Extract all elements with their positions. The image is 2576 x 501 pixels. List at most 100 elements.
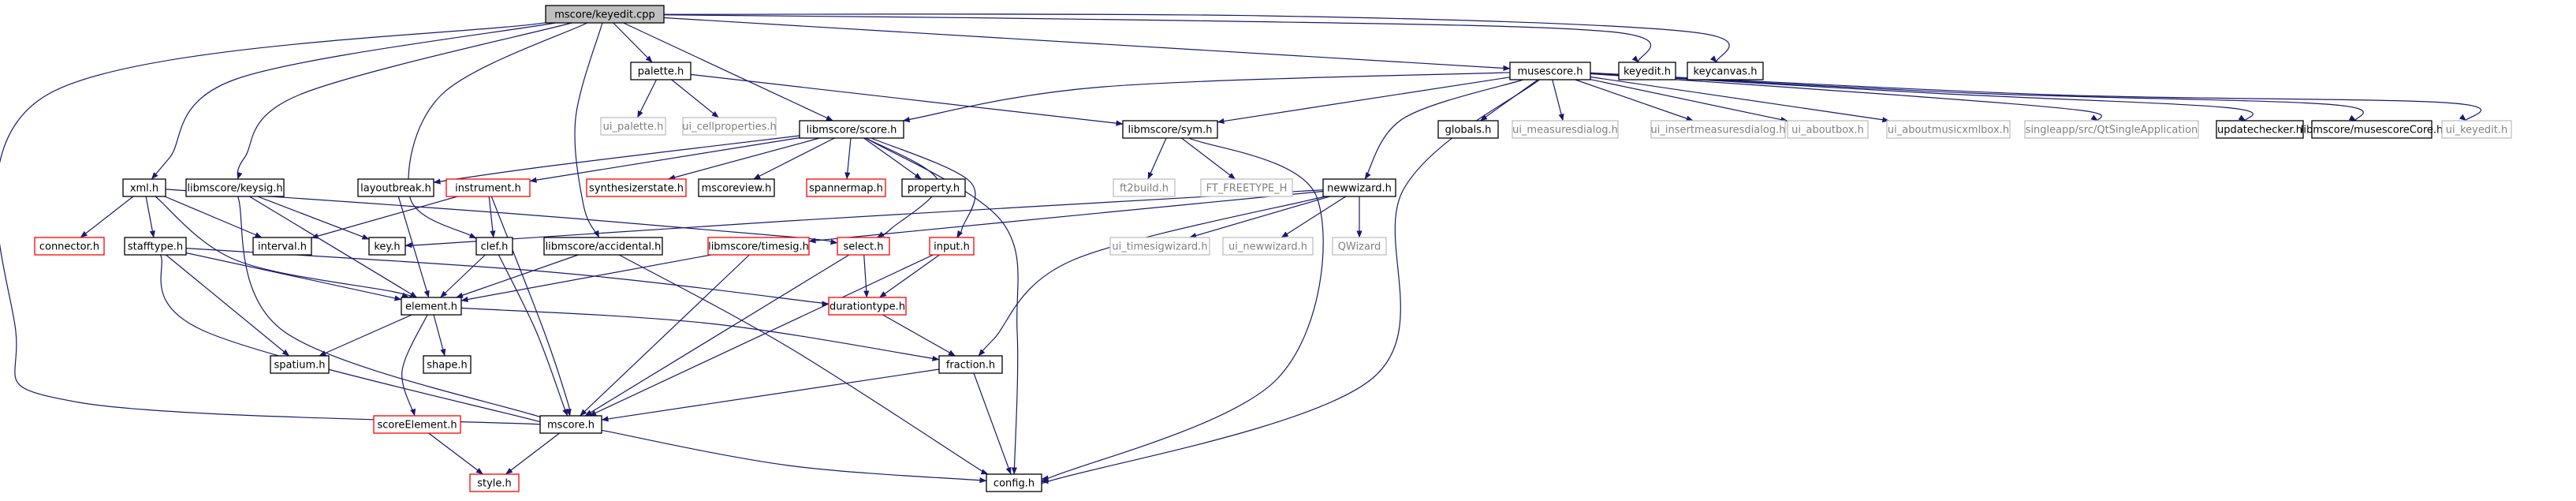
node-box[interactable]	[1512, 120, 1619, 139]
node-box[interactable]	[124, 237, 187, 256]
node-libscore[interactable]: libmscore/score.h	[799, 120, 904, 139]
node-musescorecore[interactable]: libmscore/musescoreCore.h	[2301, 120, 2444, 139]
node-layoutbreak[interactable]: layoutbreak.h	[357, 178, 434, 197]
node-keycanvas[interactable]: keycanvas.h	[1687, 62, 1764, 80]
node-box[interactable]	[1437, 120, 1499, 139]
node-box[interactable]	[2311, 120, 2432, 139]
node-box[interactable]	[799, 120, 904, 139]
node-input[interactable]: input.h	[929, 237, 975, 256]
node-stafftype[interactable]: stafftype.h	[124, 237, 187, 256]
node-box[interactable]	[1650, 120, 1786, 139]
node-box[interactable]	[373, 415, 461, 434]
node-box[interactable]	[2441, 120, 2512, 139]
node-root[interactable]: mscore/keyedit.cpp	[545, 5, 665, 24]
node-box[interactable]	[682, 117, 777, 136]
node-box[interactable]	[837, 237, 890, 256]
node-box[interactable]	[1322, 178, 1396, 197]
node-box[interactable]	[901, 178, 966, 197]
node-xml[interactable]: xml.h	[122, 178, 166, 197]
node-box[interactable]	[938, 355, 1003, 374]
node-key[interactable]: key.h	[368, 237, 406, 256]
node-palette[interactable]: palette.h	[630, 62, 692, 80]
node-ui_measuresdialog[interactable]: ui_measuresdialog.h	[1512, 120, 1619, 139]
node-connector[interactable]: connector.h	[34, 237, 105, 256]
node-ui_timesigwizard[interactable]: ui_timesigwizard.h	[1109, 237, 1210, 256]
node-box[interactable]	[539, 415, 602, 434]
node-libaccidental[interactable]: libmscore/accidental.h	[543, 237, 663, 256]
node-updatechecker[interactable]: updatechecker.h	[2216, 120, 2304, 139]
node-ui_insertmeasures[interactable]: ui_insertmeasuresdialog.h	[1650, 120, 1786, 139]
node-ui_aboutbox[interactable]: ui_aboutbox.h	[1787, 120, 1869, 139]
node-box[interactable]	[368, 237, 406, 256]
node-box[interactable]	[401, 297, 462, 316]
node-scoreelement[interactable]: scoreElement.h	[373, 415, 461, 434]
node-ui_keyedit[interactable]: ui_keyedit.h	[2441, 120, 2512, 139]
node-box[interactable]	[1787, 120, 1869, 139]
node-box[interactable]	[1122, 120, 1218, 139]
node-ui_aboutmusicxml[interactable]: ui_aboutmusicxmlbox.h	[1886, 120, 2011, 139]
node-box[interactable]	[986, 473, 1042, 492]
node-box[interactable]	[1109, 237, 1210, 256]
node-box[interactable]	[828, 297, 907, 316]
node-box[interactable]	[185, 178, 285, 197]
node-box[interactable]	[1687, 62, 1764, 80]
node-box[interactable]	[630, 62, 692, 80]
node-durationtype[interactable]: durationtype.h	[828, 297, 907, 316]
node-box[interactable]	[600, 117, 666, 136]
node-select[interactable]: select.h	[837, 237, 890, 256]
node-synthesizerstate[interactable]: synthesizerstate.h	[586, 178, 687, 197]
node-box[interactable]	[270, 355, 330, 374]
node-fraction[interactable]: fraction.h	[938, 355, 1003, 374]
node-box[interactable]	[445, 178, 531, 197]
node-libsym[interactable]: libmscore/sym.h	[1122, 120, 1218, 139]
node-globals[interactable]: globals.h	[1437, 120, 1499, 139]
node-box[interactable]	[2216, 120, 2304, 139]
node-keyedit_h[interactable]: keyedit.h	[1618, 62, 1676, 80]
node-box[interactable]	[1332, 237, 1387, 256]
node-box[interactable]	[698, 178, 775, 197]
node-style[interactable]: style.h	[469, 473, 520, 492]
node-clef[interactable]: clef.h	[475, 237, 513, 256]
node-box[interactable]	[1509, 62, 1591, 80]
node-element[interactable]: element.h	[401, 297, 462, 316]
node-box[interactable]	[586, 178, 687, 197]
node-box[interactable]	[1222, 237, 1314, 256]
node-box[interactable]	[475, 237, 513, 256]
node-libtimesig[interactable]: libmscore/timesig.h	[707, 237, 810, 256]
node-spatium[interactable]: spatium.h	[270, 355, 330, 374]
node-ui_newwizard[interactable]: ui_newwizard.h	[1222, 237, 1314, 256]
node-box[interactable]	[1113, 178, 1176, 197]
node-instrument[interactable]: instrument.h	[445, 178, 531, 197]
node-box[interactable]	[1886, 120, 2011, 139]
node-mscore[interactable]: mscore.h	[539, 415, 602, 434]
node-box[interactable]	[707, 237, 810, 256]
node-property[interactable]: property.h	[901, 178, 966, 197]
node-box[interactable]	[423, 355, 472, 374]
node-box[interactable]	[122, 178, 166, 197]
node-box[interactable]	[469, 473, 520, 492]
node-box[interactable]	[545, 5, 665, 24]
node-qwizard[interactable]: QWizard	[1332, 237, 1387, 256]
node-box[interactable]	[252, 237, 312, 256]
node-newwizard[interactable]: newwizard.h	[1322, 178, 1396, 197]
node-mscoreview[interactable]: mscoreview.h	[698, 178, 775, 197]
node-libkeysig[interactable]: libmscore/keysig.h	[185, 178, 285, 197]
node-musescore[interactable]: musescore.h	[1509, 62, 1591, 80]
node-ui_palette[interactable]: ui_palette.h	[600, 117, 666, 136]
node-box[interactable]	[1618, 62, 1676, 80]
node-interval[interactable]: interval.h	[252, 237, 312, 256]
node-box[interactable]	[357, 178, 434, 197]
node-qtsingleapp[interactable]: singleapp/src/QtSingleApplication	[2024, 120, 2199, 139]
node-config[interactable]: config.h	[986, 473, 1042, 492]
node-ui_cellprop[interactable]: ui_cellproperties.h	[682, 117, 777, 136]
node-box[interactable]	[543, 237, 663, 256]
node-box[interactable]	[806, 178, 886, 197]
node-box[interactable]	[929, 237, 975, 256]
node-box[interactable]	[1200, 178, 1293, 197]
node-box[interactable]	[34, 237, 105, 256]
node-shape[interactable]: shape.h	[423, 355, 472, 374]
node-ft_freetype[interactable]: FT_FREETYPE_H	[1200, 178, 1293, 197]
node-ft2build[interactable]: ft2build.h	[1113, 178, 1176, 197]
node-spannermap[interactable]: spannermap.h	[806, 178, 886, 197]
node-box[interactable]	[2024, 120, 2199, 139]
